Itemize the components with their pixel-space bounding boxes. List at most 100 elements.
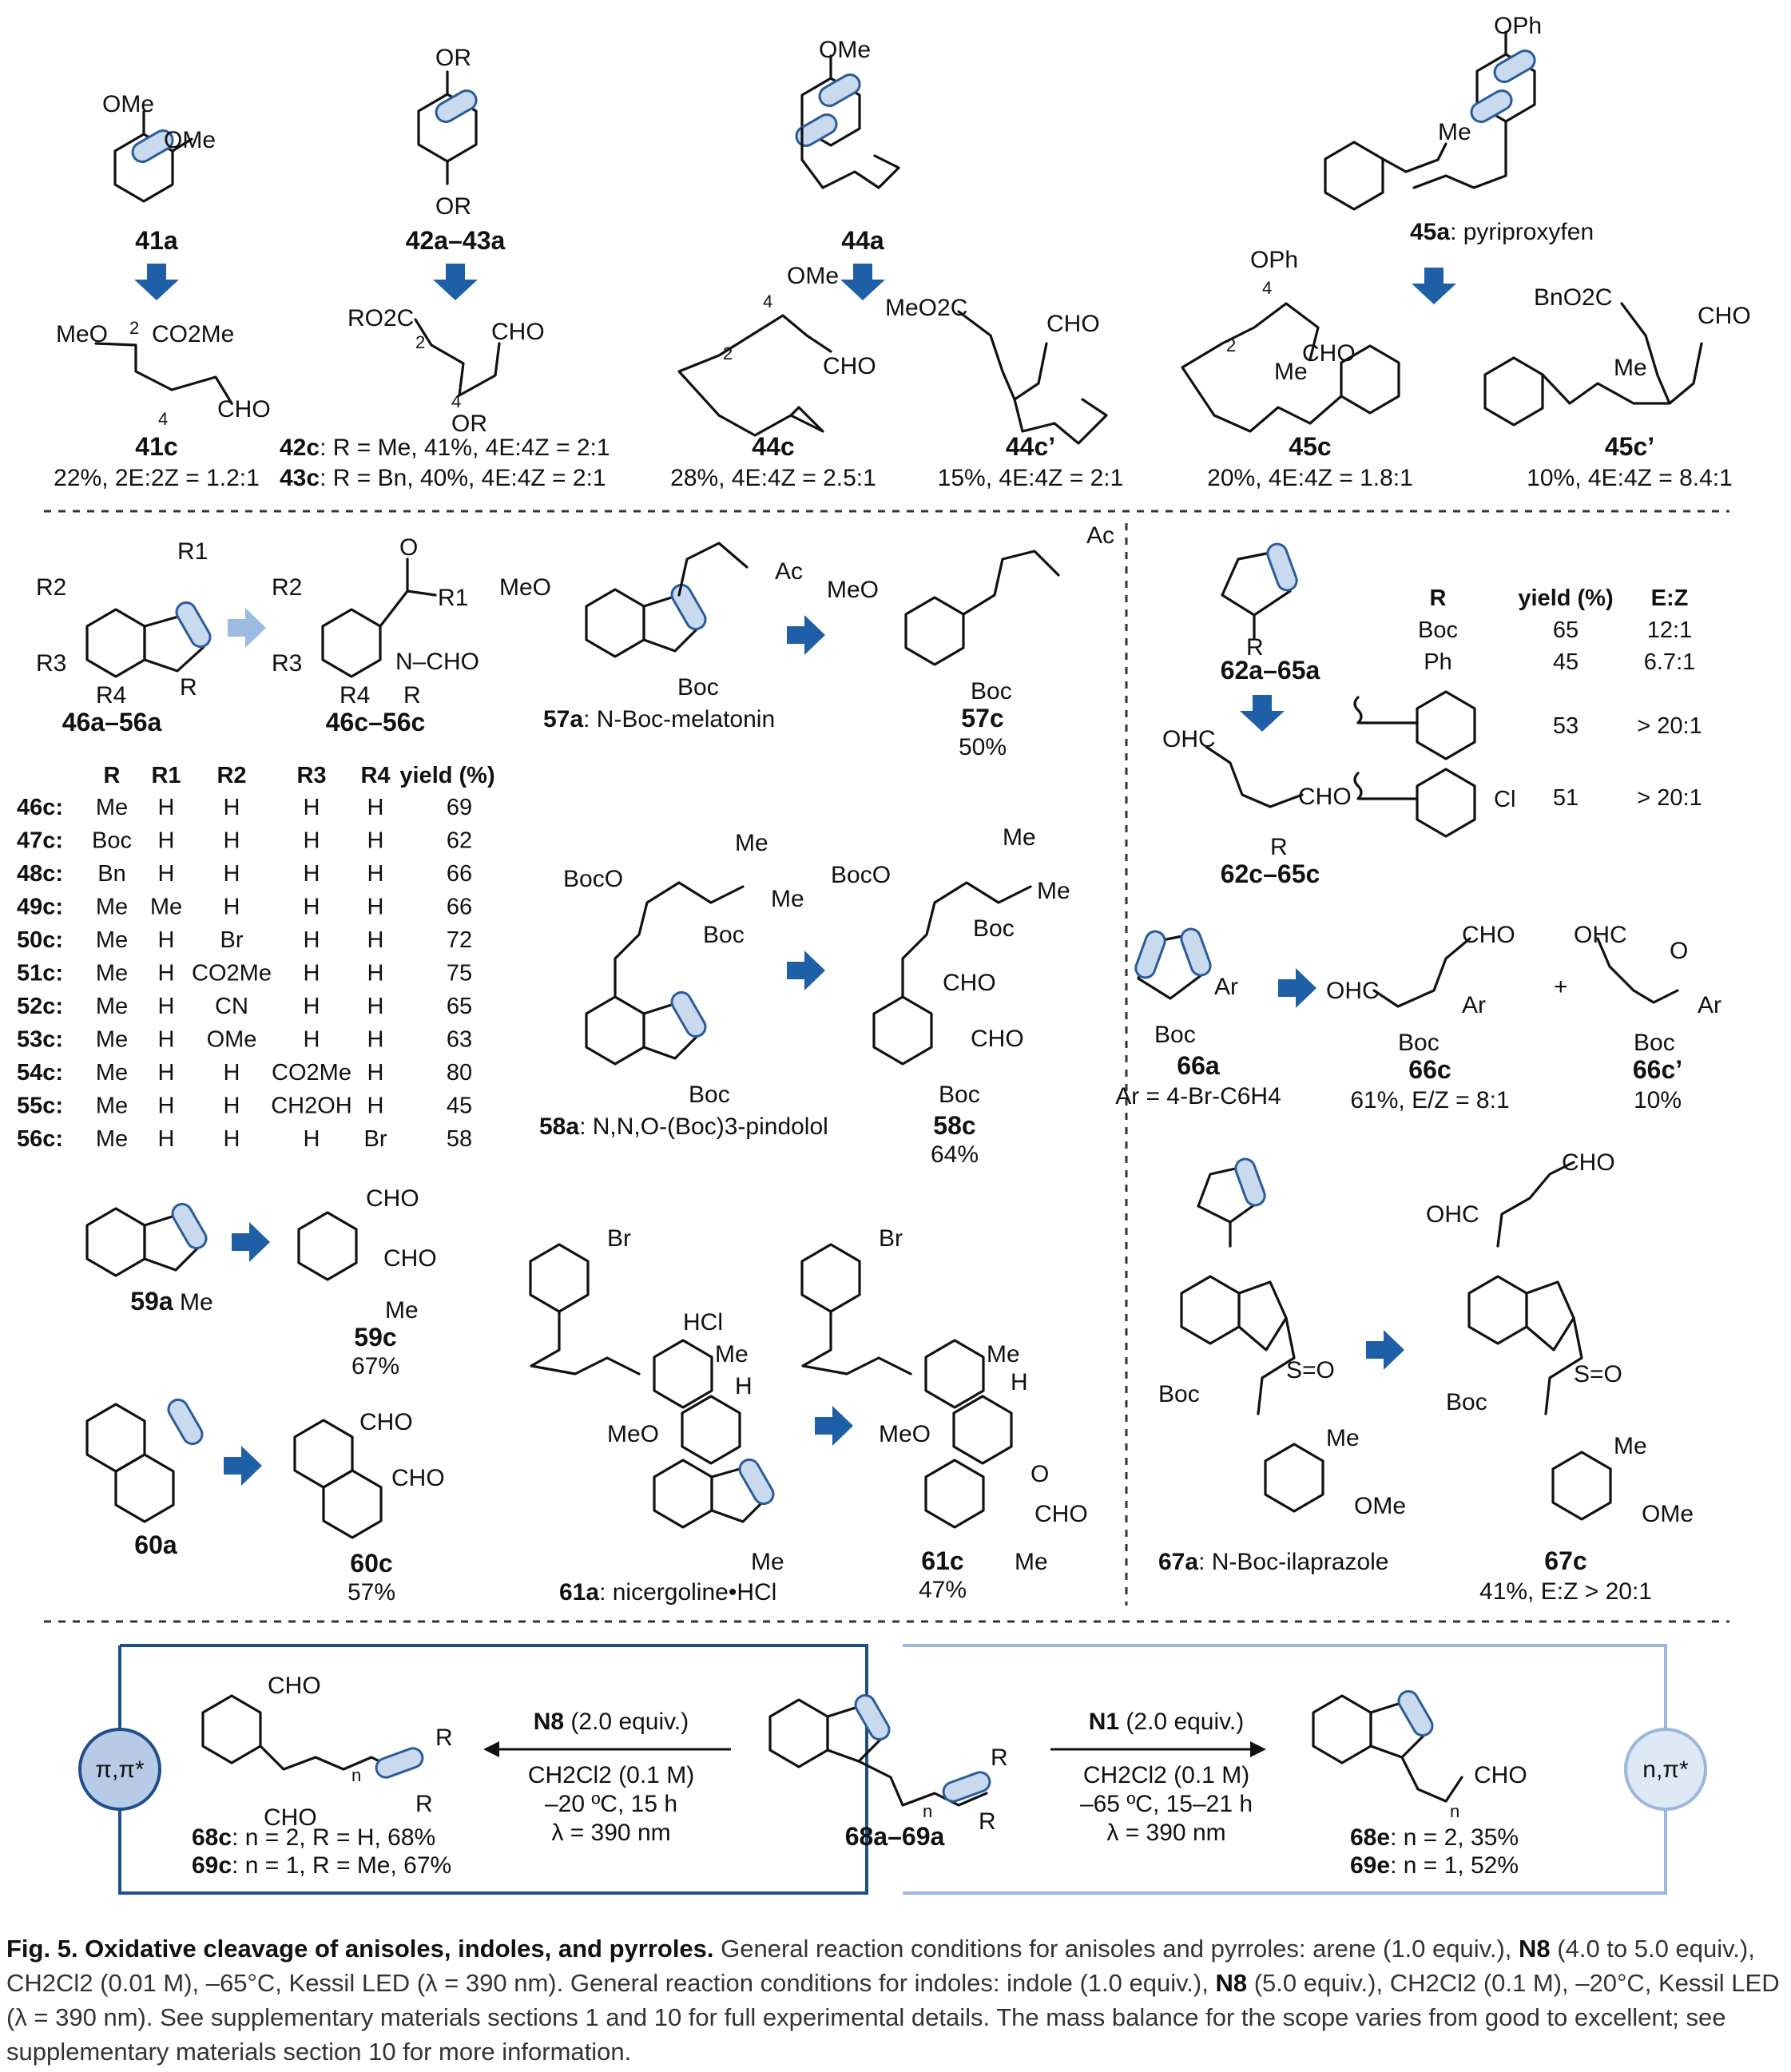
header-r1: R1 [151, 763, 181, 788]
table-cell: H [158, 1094, 175, 1119]
table-cell: H [367, 994, 384, 1019]
table-cell: Br [364, 1126, 387, 1152]
result-68e: 68e: n = 2, 35% [1350, 1824, 1519, 1851]
table-cell: 69 [447, 795, 472, 820]
ring-68e [1312, 1694, 1372, 1764]
arrow-right-59 [232, 1222, 270, 1262]
me1-58a: Me [735, 830, 768, 856]
table-cell: CN [215, 994, 248, 1019]
table-cell: H [158, 1126, 175, 1152]
table-row-label: 47c: [17, 828, 63, 854]
meo-61a: MeO [607, 1421, 659, 1447]
table-row-label: 49c: [17, 895, 63, 920]
side-chain-58c [901, 881, 1032, 998]
label-r3: R3 [36, 650, 66, 677]
compound-label-66c-prime: 66c’ [1633, 1055, 1682, 1084]
boc-66c: Boc [1398, 1030, 1440, 1056]
badge-pi-pi-label: π,π* [95, 1756, 145, 1783]
cho-66c: CHO [1462, 922, 1515, 948]
indole-benzo-ring [85, 608, 146, 678]
table-cell: H [158, 828, 175, 854]
boc-58a: Boc [689, 1082, 730, 1108]
saturated-ring-60c [322, 1469, 383, 1539]
ring-60a [85, 1403, 146, 1473]
table-cell: H [367, 861, 384, 887]
row4-yield: 51 [1553, 785, 1579, 811]
header-r2: R2 [216, 763, 246, 788]
chain-66c-prime [1596, 937, 1679, 1004]
cho1-59c: CHO [366, 1185, 419, 1212]
right-bracket [903, 1644, 1667, 1895]
highlight-68a [854, 1693, 891, 1741]
table-cell: H [367, 895, 384, 920]
table-cell: 72 [447, 927, 472, 953]
label-r4-product: R4 [340, 682, 370, 709]
ac-57c: Ac [1086, 522, 1114, 549]
chain-62c [1205, 745, 1304, 808]
anisole-41: OMe OMe 41a MeO CO2Me CHO 2 4 41c 22%, 2… [54, 91, 271, 491]
arrow-left-head [483, 1741, 499, 1757]
row3-pyridyl-structure [1416, 690, 1476, 760]
me-67a: Me [1326, 1425, 1360, 1451]
highlight-68e [1397, 1689, 1434, 1737]
locant-4: 4 [158, 409, 168, 429]
ring-59a [85, 1207, 146, 1277]
oxygen-label: O [399, 534, 418, 561]
arrow-down-45 [1412, 268, 1456, 304]
label-r-product: R [403, 682, 421, 709]
arrow-down-44 [840, 264, 885, 300]
benzene-ring-44a [795, 54, 900, 189]
table-cell: H [158, 961, 175, 986]
row2-r: Ph [1424, 649, 1451, 675]
sub-ome-44: OMe [819, 37, 871, 63]
product-chain-41c [94, 342, 233, 405]
table-cell: H [304, 795, 320, 820]
table-cell: H [224, 1126, 240, 1152]
locant-4-42: 4 [451, 391, 461, 411]
cho-67c: CHO [1562, 1149, 1615, 1176]
chain-68c [259, 1745, 397, 1771]
table-row-label: 48c: [17, 861, 63, 887]
caption-text-3: (5.0 equiv.), CH2Cl2 (0.1 M), –20°C, Kes… [6, 1969, 1780, 2066]
label-r2-product: R2 [272, 574, 302, 601]
reagent-left: N8 (2.0 equiv.) [534, 1709, 689, 1735]
h-61c: H [1011, 1369, 1028, 1395]
table-cell: CO2Me [272, 1060, 351, 1086]
compound-label-60a: 60a [134, 1530, 177, 1559]
result-45c-prime: 10%, 4E:4Z = 8.4:1 [1527, 465, 1733, 491]
compound-label-45c-prime: 45c’ [1605, 432, 1654, 461]
row2-ez: 6.7:1 [1644, 649, 1696, 675]
table-cell: Me [96, 1094, 128, 1119]
group-cho-45c: CHO [1302, 340, 1356, 367]
group-me-45c-prime: Me [1614, 355, 1647, 381]
r-62a: R [1246, 634, 1264, 661]
compound-label-44a: 44a [841, 226, 884, 255]
me-59c: Me [385, 1297, 419, 1324]
cho-62c: CHO [1298, 784, 1352, 810]
light-right: λ = 390 nm [1106, 1820, 1225, 1846]
cho2-59c: CHO [383, 1245, 437, 1272]
pyrrole-66: Ar Boc 66a Ar = 4-Br-C6H4 OHC CHO Ar Boc… [1115, 922, 1722, 1113]
cho2-58c: CHO [971, 1026, 1024, 1052]
group-cho-44c-prime: CHO [1046, 311, 1100, 337]
table-cell: Boc [92, 828, 132, 854]
row1-r: Boc [1418, 617, 1458, 643]
arrow-right-head [1250, 1741, 1266, 1757]
ketone-o-61c: O [1031, 1461, 1049, 1487]
r2-68a: R [979, 1808, 996, 1835]
table-row-label: 55c: [17, 1094, 63, 1119]
solvent-left: CH2Cl2 (0.1 M) [528, 1762, 694, 1788]
tricyclic-60: 60a CHO CHO 60c 57% [85, 1398, 445, 1606]
highlight-66a-left [1134, 930, 1166, 979]
ester-61c [801, 1310, 912, 1375]
cho2-68c: CHO [264, 1804, 317, 1831]
table-cell: H [367, 795, 384, 820]
cho-61c: CHO [1034, 1501, 1088, 1527]
me-n-61c: Me [987, 1341, 1020, 1367]
row4-pyridazinyl-structure [1416, 768, 1476, 838]
ohc-66c-prime: OHC [1574, 922, 1627, 948]
ome-67c: OMe [1642, 1501, 1694, 1527]
table-cell: H [304, 961, 320, 986]
benzene-ring-45a [1412, 30, 1536, 189]
sulfoxide-chain-67a [1257, 1316, 1296, 1415]
